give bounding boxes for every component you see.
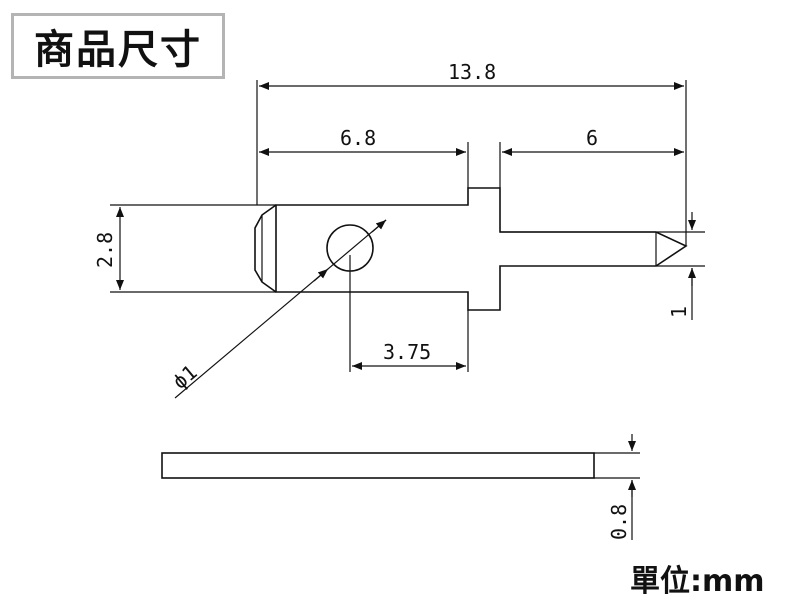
unit-label: 單位:mm (630, 564, 765, 599)
terminal-outline (275, 187, 688, 311)
side-view-plate (161, 452, 595, 479)
page-title: 商品尺寸 (34, 27, 202, 73)
terminal-chamfer (254, 204, 277, 293)
dim-text-body: 6.8 (340, 126, 376, 150)
dim-text-overall: 13.8 (448, 60, 496, 84)
dim-text-tab-width: 1 (667, 306, 691, 318)
title-box: 商品尺寸 (11, 13, 225, 79)
dim-arrow-hole-bottom (313, 268, 329, 282)
dim-leader-hole (174, 219, 387, 399)
dim-text-hole-offset: 3.75 (383, 340, 431, 364)
dim-text-tab: 6 (586, 126, 598, 150)
dim-arrow-hole-top (371, 219, 387, 233)
dim-text-thickness: 0.8 (607, 504, 631, 540)
dim-text-width: 2.8 (93, 232, 117, 268)
dim-text-hole-diameter: ϕ1 (168, 360, 202, 394)
